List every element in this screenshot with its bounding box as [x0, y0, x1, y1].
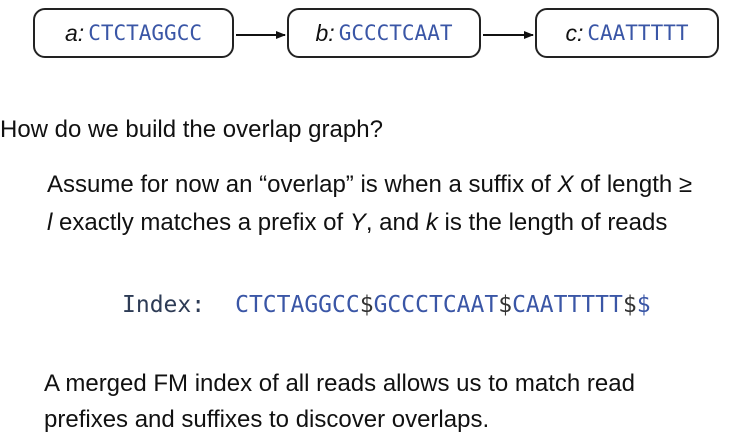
var-x: X	[557, 171, 574, 198]
index-line: Index:CTCTAGGCC$GCCCTCAAT$CAATTTTT$$	[122, 292, 651, 318]
node-a-label: a:	[65, 19, 85, 46]
node-a: a: CTCTAGGCC	[33, 8, 234, 58]
index-label: Index:	[122, 292, 206, 318]
assumption-part1: Assume for now an “overlap” is when a su…	[47, 171, 558, 198]
node-b-sequence: GCCCTCAAT	[338, 21, 453, 45]
node-b: b: GCCCTCAAT	[287, 8, 481, 58]
node-c-label: c:	[565, 19, 584, 46]
node-c-sequence: CAATTTTT	[587, 21, 689, 45]
index-separator-2: $	[498, 292, 513, 318]
assumption-part5: is the length of reads	[437, 209, 668, 236]
assumption-part3: exactly matches a prefix of	[52, 209, 350, 236]
node-c: c: CAATTTTT	[535, 8, 719, 58]
node-a-sequence: CTCTAGGCC	[88, 21, 202, 45]
index-separator-4: $	[636, 292, 651, 318]
var-y: Y	[349, 209, 366, 236]
index-separator-3: $	[622, 292, 637, 318]
index-separator-1: $	[359, 292, 374, 318]
question-text: How do we build the overlap graph?	[0, 116, 383, 143]
index-read-3: CAATTTTT	[512, 292, 623, 318]
var-l: l	[47, 209, 53, 236]
index-read-2: GCCCTCAAT	[373, 292, 499, 318]
assumption-part4: , and	[365, 209, 426, 236]
assumption-text: Assume for now an “overlap” is when a su…	[47, 166, 697, 242]
var-k: k	[425, 209, 438, 236]
index-read-1: CTCTAGGCC	[235, 292, 360, 318]
node-b-label: b:	[315, 19, 335, 46]
conclusion-text: A merged FM index of all reads allows us…	[44, 370, 635, 433]
assumption-part2: of length ≥	[573, 171, 693, 198]
